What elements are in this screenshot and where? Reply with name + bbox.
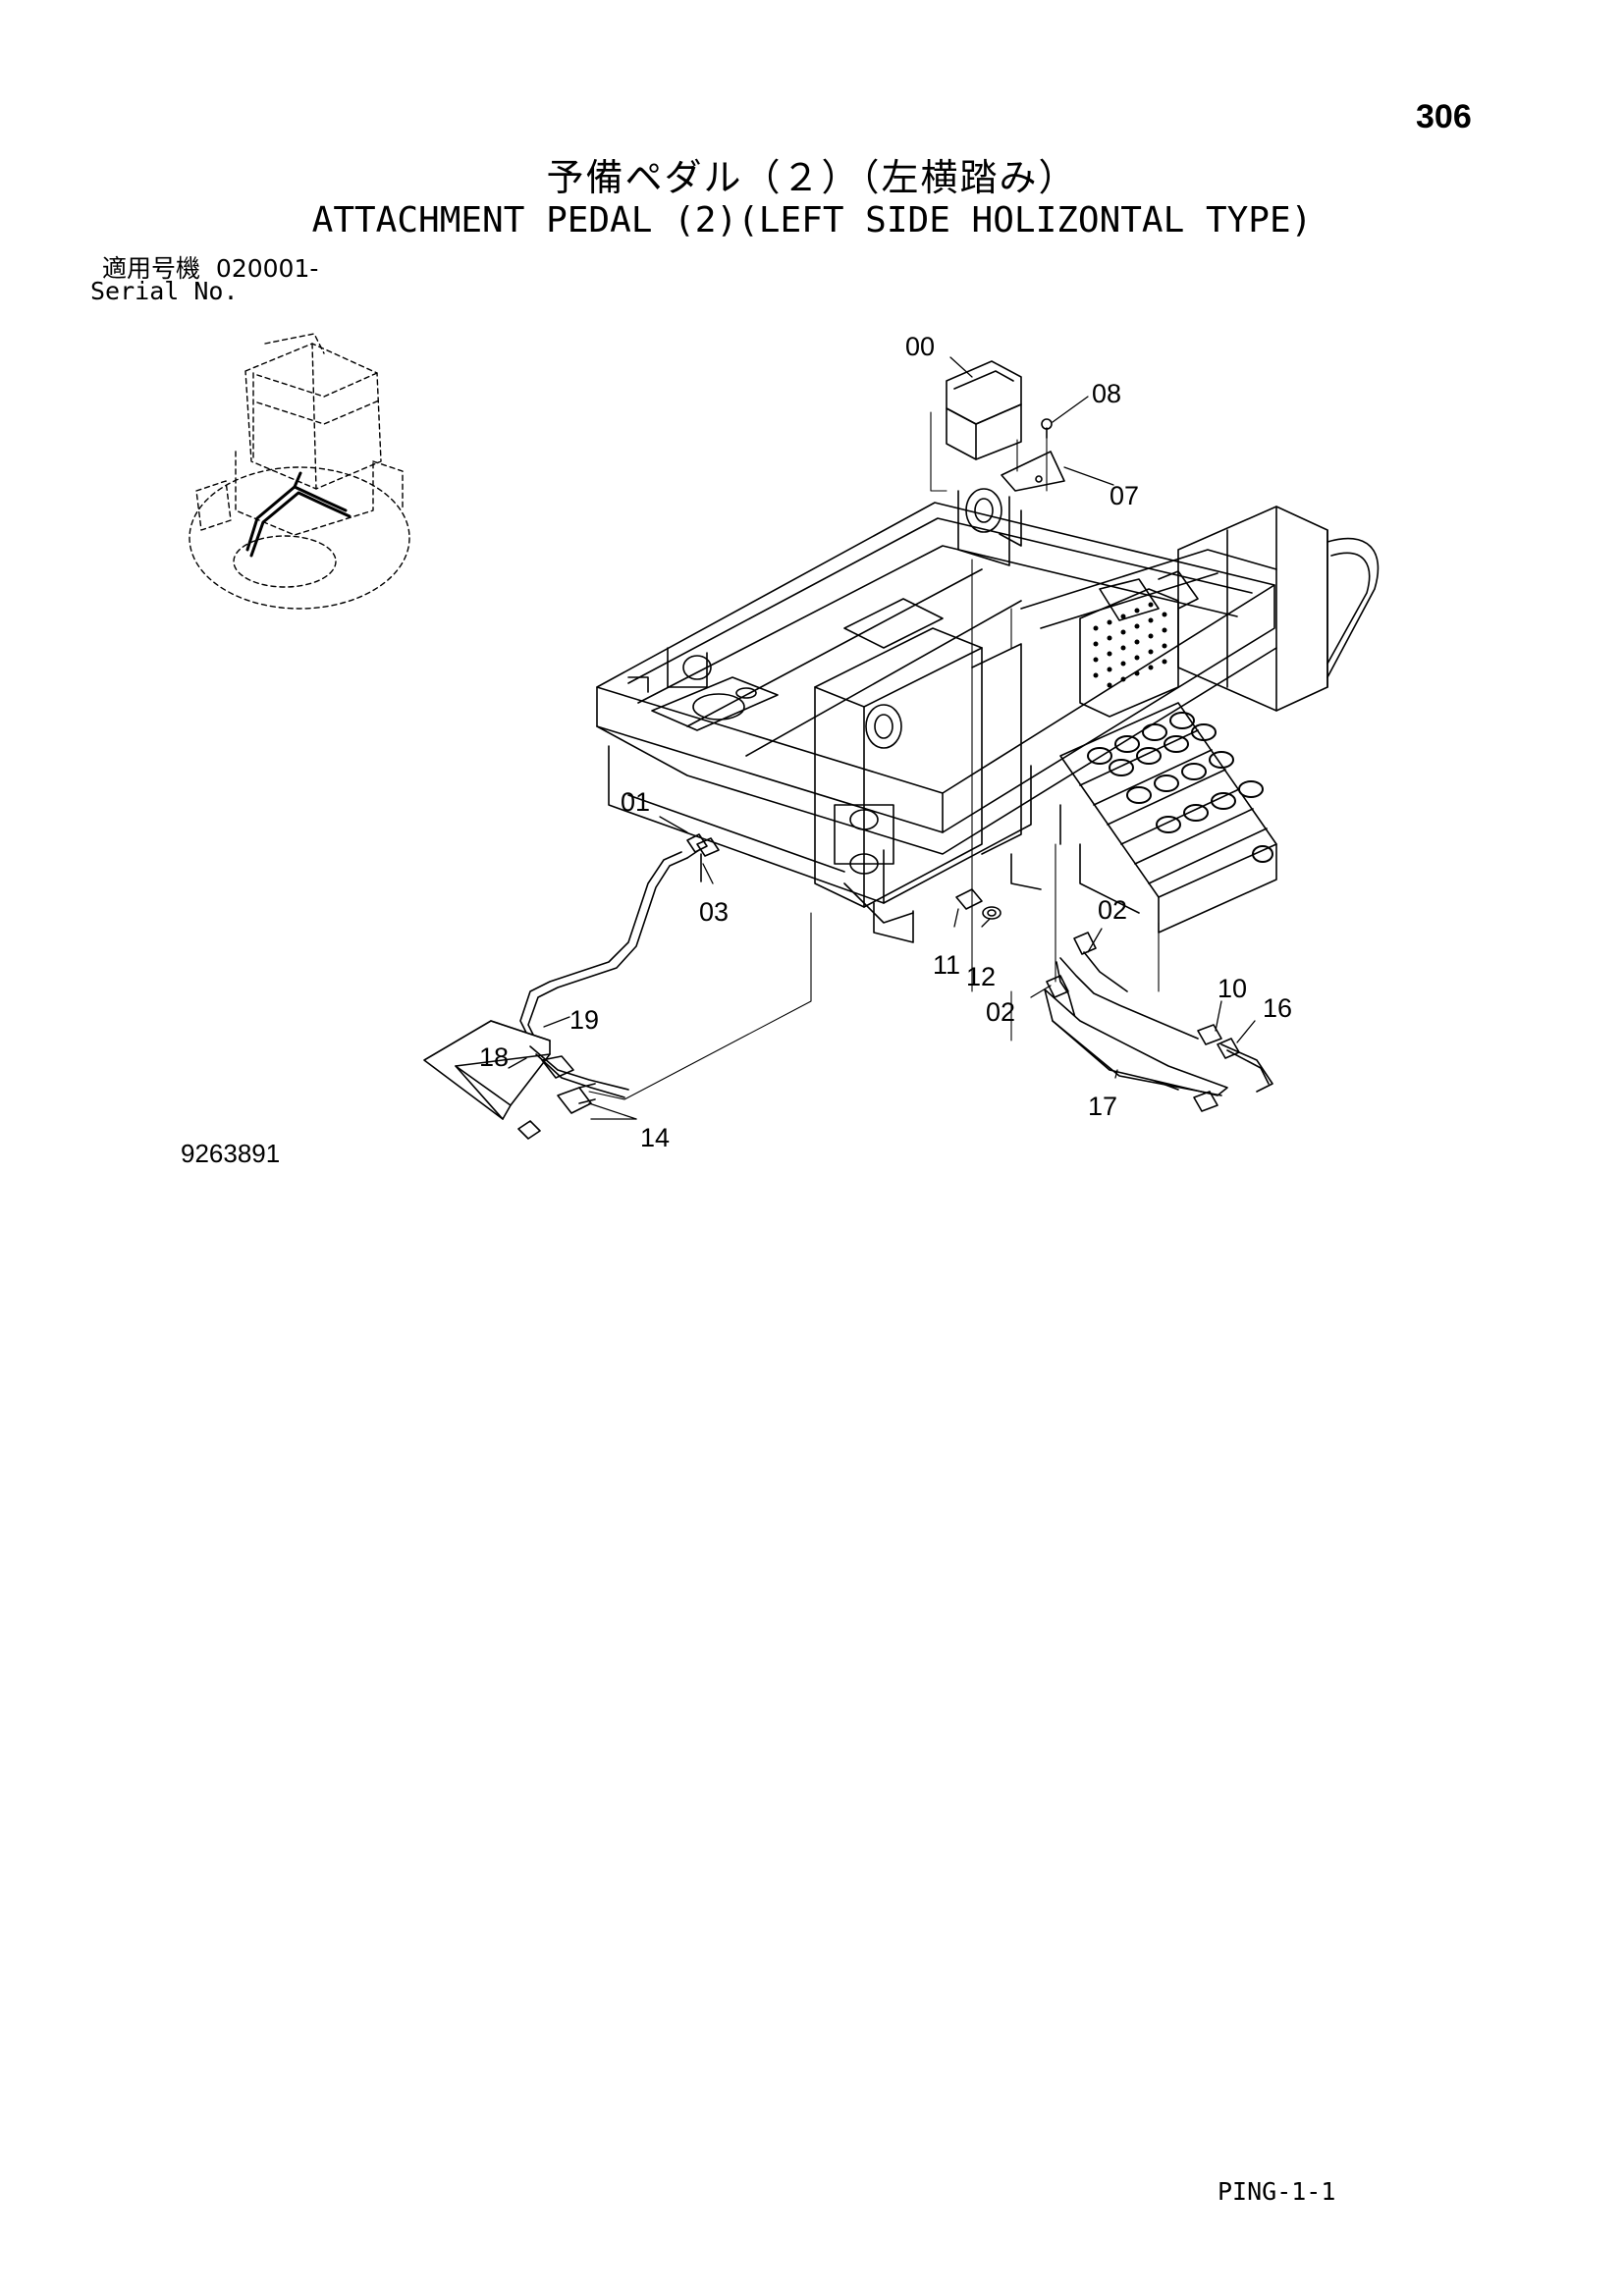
callout-19: 19 [569, 1005, 599, 1035]
callout-16: 16 [1263, 993, 1292, 1023]
serial-value: 020001- [215, 254, 319, 283]
left-hose-assembly [423, 837, 720, 1140]
callout-02-lower: 02 [986, 997, 1015, 1027]
callout-01: 01 [621, 787, 650, 817]
callout-labels: 00 08 07 01 03 02 11 12 02 10 16 19 18 1… [479, 332, 1292, 1152]
serial-line-japanese: 適用号機 020001- [102, 249, 318, 285]
tee-fitting [686, 833, 708, 882]
control-valve-bank [1059, 702, 1277, 934]
page-number: 306 [1416, 98, 1472, 135]
plate-and-bolt [1001, 418, 1065, 492]
drawing-number: 9263891 [181, 1139, 281, 1168]
callout-14: 14 [640, 1123, 670, 1152]
serial-label-english: Serial No. [90, 277, 239, 305]
shield-hole-pattern [1093, 602, 1167, 688]
callout-03: 03 [699, 897, 729, 927]
callout-12: 12 [966, 962, 996, 991]
callout-00: 00 [905, 332, 935, 361]
page-title-english: ATTACHMENT PEDAL (2)(LEFT SIDE HOLIZONTA… [311, 200, 1313, 240]
leader-lines [508, 356, 1256, 1120]
page-title-japanese: 予備ペダル（２）（左横踏み） [546, 156, 1078, 199]
callout-07: 07 [1110, 481, 1139, 510]
pedal-bracket [946, 360, 1022, 566]
serial-label-japanese: 適用号機 [102, 254, 201, 283]
callout-18: 18 [479, 1042, 509, 1072]
callout-11: 11 [933, 950, 960, 980]
callout-02-upper: 02 [1098, 895, 1127, 925]
floor-frame [596, 502, 1380, 943]
page-code: PING-1-1 [1218, 2177, 1336, 2206]
nut-and-washer [955, 888, 1001, 920]
valve-spools [1087, 712, 1273, 863]
right-hose-assembly [1044, 932, 1273, 1112]
locator-sketch [189, 333, 410, 610]
locator-hose [245, 471, 352, 558]
callout-17: 17 [1088, 1092, 1117, 1121]
callout-08: 08 [1092, 379, 1121, 408]
assembly-lines [588, 411, 1160, 1100]
callout-10: 10 [1218, 974, 1247, 1003]
